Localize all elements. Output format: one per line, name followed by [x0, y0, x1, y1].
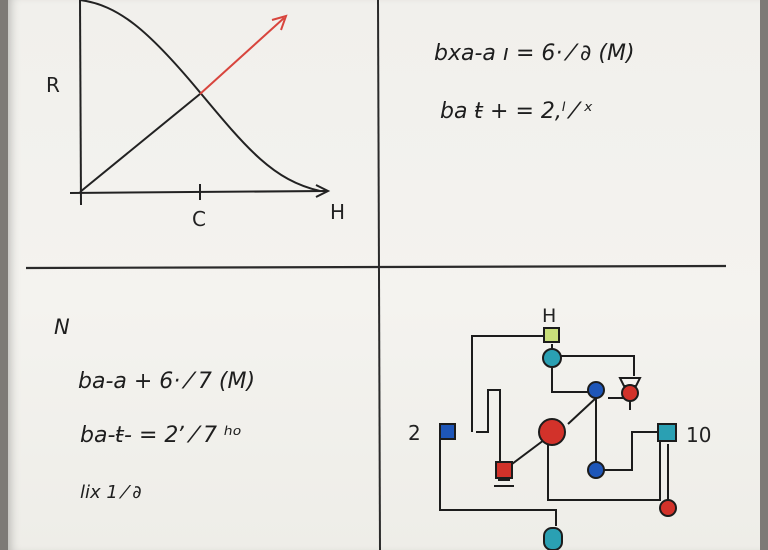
bottom-equation-3: lix 1 ⁄ ∂ [80, 482, 142, 503]
bottom-equation-1: ba-a + 6· ⁄ 7 (M) [78, 369, 255, 394]
top-equation-1: bxa-a ı = 6· ⁄ ∂ (M) [434, 41, 635, 66]
teal-node-bottom [543, 527, 563, 550]
red-arrowhead [271, 14, 288, 31]
teal-node-top [542, 348, 562, 368]
vertical-divider [377, 0, 381, 550]
top-equation-2: ba ŧ + = 2‚ˡ ⁄ ˣ [440, 99, 593, 124]
graph-panel: R C H [46, 0, 345, 231]
red-node-right-lower [659, 499, 677, 517]
decreasing-curve [79, 0, 321, 192]
wire [476, 389, 501, 462]
top-component [543, 327, 560, 343]
bottom-equations: N ba-a + 6· ⁄ 7 (M) ba-ŧ- = 2ʼ ⁄ 7 ʰᵒ li… [54, 315, 255, 503]
blue-square-right [657, 423, 677, 442]
bottom-heading: N [54, 315, 70, 339]
blue-node-upper [587, 381, 605, 399]
circuit-diagram [439, 327, 677, 550]
circuit-left-label: 2 [408, 421, 421, 445]
y-axis-label: R [46, 73, 60, 97]
ground-symbol [494, 479, 514, 487]
horizontal-divider [25, 264, 727, 270]
x-axis-arrowhead [315, 184, 331, 198]
wire [551, 368, 596, 393]
red-square-component [495, 461, 513, 479]
increasing-line [79, 93, 201, 193]
x-tick-label: C [192, 207, 206, 231]
circuit-top-label: H [542, 305, 556, 327]
sketch-board: R C H bxa-a ı = 6· ⁄ ∂ (M) ba ŧ + = 2‚ˡ … [25, 0, 727, 550]
wire [552, 355, 635, 376]
red-arrow-line [199, 17, 285, 95]
x-axis [69, 190, 327, 194]
wire [547, 432, 661, 501]
bottom-equation-2: ba-ŧ- = 2ʼ ⁄ 7 ʰᵒ [80, 423, 242, 448]
large-red-node [538, 418, 566, 446]
top-equations: bxa-a ı = 6· ⁄ ∂ (M) ba ŧ + = 2‚ˡ ⁄ ˣ [434, 41, 635, 124]
blue-square-left [439, 423, 456, 440]
blue-node-lower [587, 461, 605, 479]
paper-sheet: R C H bxa-a ı = 6· ⁄ ∂ (M) ba ŧ + = 2‚ˡ … [8, 0, 760, 550]
wire [604, 431, 660, 471]
red-node-right-upper [621, 384, 639, 402]
wire [471, 335, 552, 432]
y-axis [79, 0, 82, 206]
circuit-right-label: 10 [686, 423, 711, 447]
wire [567, 397, 597, 425]
x-axis-label: H [330, 200, 345, 224]
speaker-component [618, 377, 642, 387]
